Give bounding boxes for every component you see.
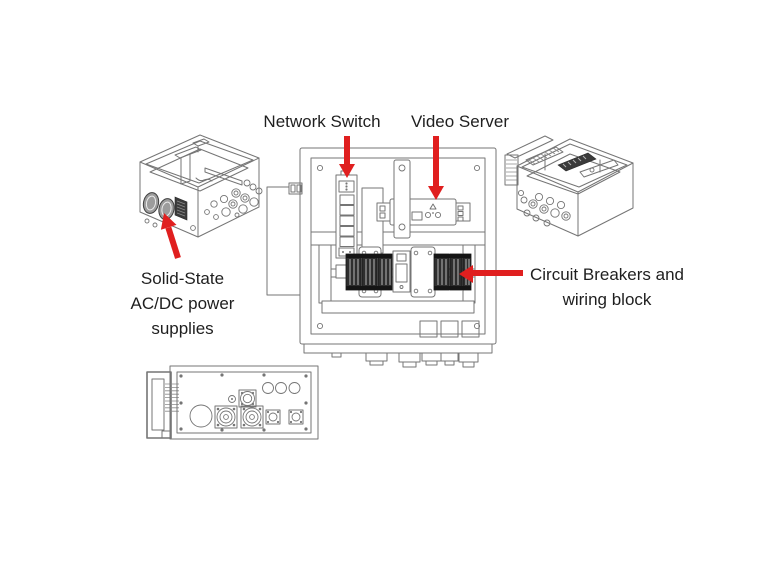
round-cutout	[288, 382, 301, 394]
ethernet-port	[339, 205, 355, 216]
arrow-to-power-supplies	[160, 213, 181, 259]
circular-connector	[214, 405, 238, 429]
label-power-supplies-line2: AC/DC power	[130, 294, 235, 313]
label-circuit-breakers-line1: Circuit Breakers and	[529, 265, 684, 284]
arrow-to-video-server	[428, 136, 444, 200]
cable-glands	[303, 343, 493, 368]
network-switch-drawing	[335, 170, 358, 259]
internal-boards	[525, 146, 619, 178]
round-cutout	[262, 382, 274, 394]
label-power-supplies-line3: supplies	[151, 319, 214, 338]
power-supply-unit-drawing	[139, 134, 263, 238]
connector-panel-drawing	[146, 365, 319, 440]
video-server-drawing	[376, 198, 471, 226]
label-network-switch: Network Switch	[263, 112, 381, 131]
side-door-panel	[266, 186, 301, 296]
label-power-supplies-line1: Solid-State	[140, 269, 225, 288]
enclosure-backplate	[310, 157, 486, 335]
label-video-server: Video Server	[411, 112, 509, 131]
heatsink-shell	[146, 371, 179, 439]
lower-rail	[321, 300, 475, 314]
round-cutout	[189, 404, 213, 428]
main-enclosure-drawing	[266, 147, 497, 368]
breaker-block-left	[345, 253, 393, 291]
connector-cluster	[204, 179, 263, 220]
secondary-enclosure-drawing	[504, 135, 634, 237]
internal-bracket	[174, 138, 243, 186]
arrow-to-network-switch	[339, 136, 355, 178]
ethernet-port	[339, 226, 355, 237]
center-bracket	[392, 250, 411, 293]
square-connector	[288, 409, 304, 425]
circular-connector-small	[238, 389, 257, 408]
arrow-to-circuit-breakers	[459, 265, 523, 283]
callout-arrows	[160, 136, 523, 283]
square-connector	[265, 409, 281, 425]
round-cutout	[275, 382, 287, 394]
circular-connector	[240, 405, 264, 429]
mounting-strap	[393, 159, 411, 239]
ethernet-port	[339, 194, 355, 205]
label-power-supplies: Solid-State AC/DC power supplies	[120, 266, 245, 341]
connector-cluster	[517, 189, 571, 227]
ethernet-port	[339, 215, 355, 226]
label-circuit-breakers-line2: wiring block	[562, 290, 652, 309]
label-circuit-breakers: Circuit Breakers and wiring block	[524, 262, 690, 312]
ethernet-port	[339, 236, 355, 247]
din-rail-circuit-breakers-drawing	[330, 246, 475, 298]
